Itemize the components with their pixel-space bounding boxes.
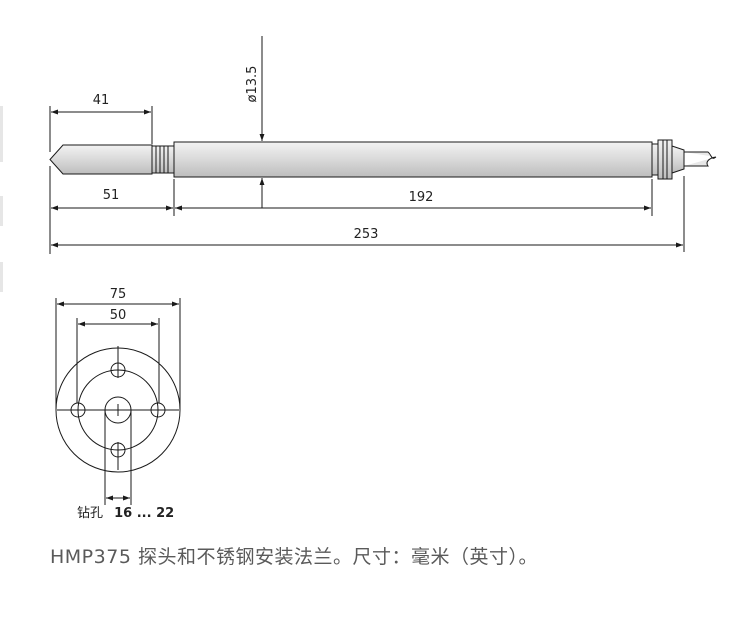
dimension-253	[51, 176, 685, 252]
drill-hole-annotation: 钻孔 16 ... 22	[77, 502, 174, 521]
probe-rib-2	[155, 145, 161, 174]
dimension-label-192: 192	[409, 190, 434, 205]
dimension-label-41: 41	[93, 93, 110, 108]
dimension-50	[76, 318, 160, 403]
probe-rib-1	[151, 145, 157, 174]
page-edge-mark-1	[0, 106, 3, 162]
drill-hole-leader	[104, 410, 132, 505]
probe-side-view	[49, 139, 717, 180]
page-edge-mark-2	[0, 196, 3, 226]
dimension-41	[49, 106, 153, 152]
probe-tube	[173, 141, 653, 178]
probe-tip	[49, 144, 153, 175]
dimension-label-75: 75	[110, 287, 127, 302]
drill-hole-range: 16 ... 22	[114, 506, 174, 521]
dimension-label-50: 50	[110, 308, 127, 323]
dimension-label-diameter: ø13.5	[245, 66, 260, 103]
figure-caption: HMP375 探头和不锈钢安装法兰。尺寸：毫米（英寸）。	[50, 546, 538, 568]
cable-gland-cap	[671, 145, 685, 174]
dimension-75	[55, 298, 181, 410]
dimension-label-253: 253	[354, 227, 379, 242]
page-edge-mark-3	[0, 262, 3, 292]
dimension-label-51: 51	[103, 188, 120, 203]
dimension-51-192	[49, 166, 653, 254]
drill-hole-label: 钻孔	[77, 506, 103, 521]
cable-gland-nut	[657, 139, 673, 180]
probe-rib-4	[163, 145, 169, 174]
cable	[684, 151, 717, 167]
cable-gland-body	[651, 143, 659, 176]
probe-rib-3	[159, 145, 165, 174]
flange-front-view	[55, 346, 181, 473]
probe-rib-5	[167, 145, 175, 174]
